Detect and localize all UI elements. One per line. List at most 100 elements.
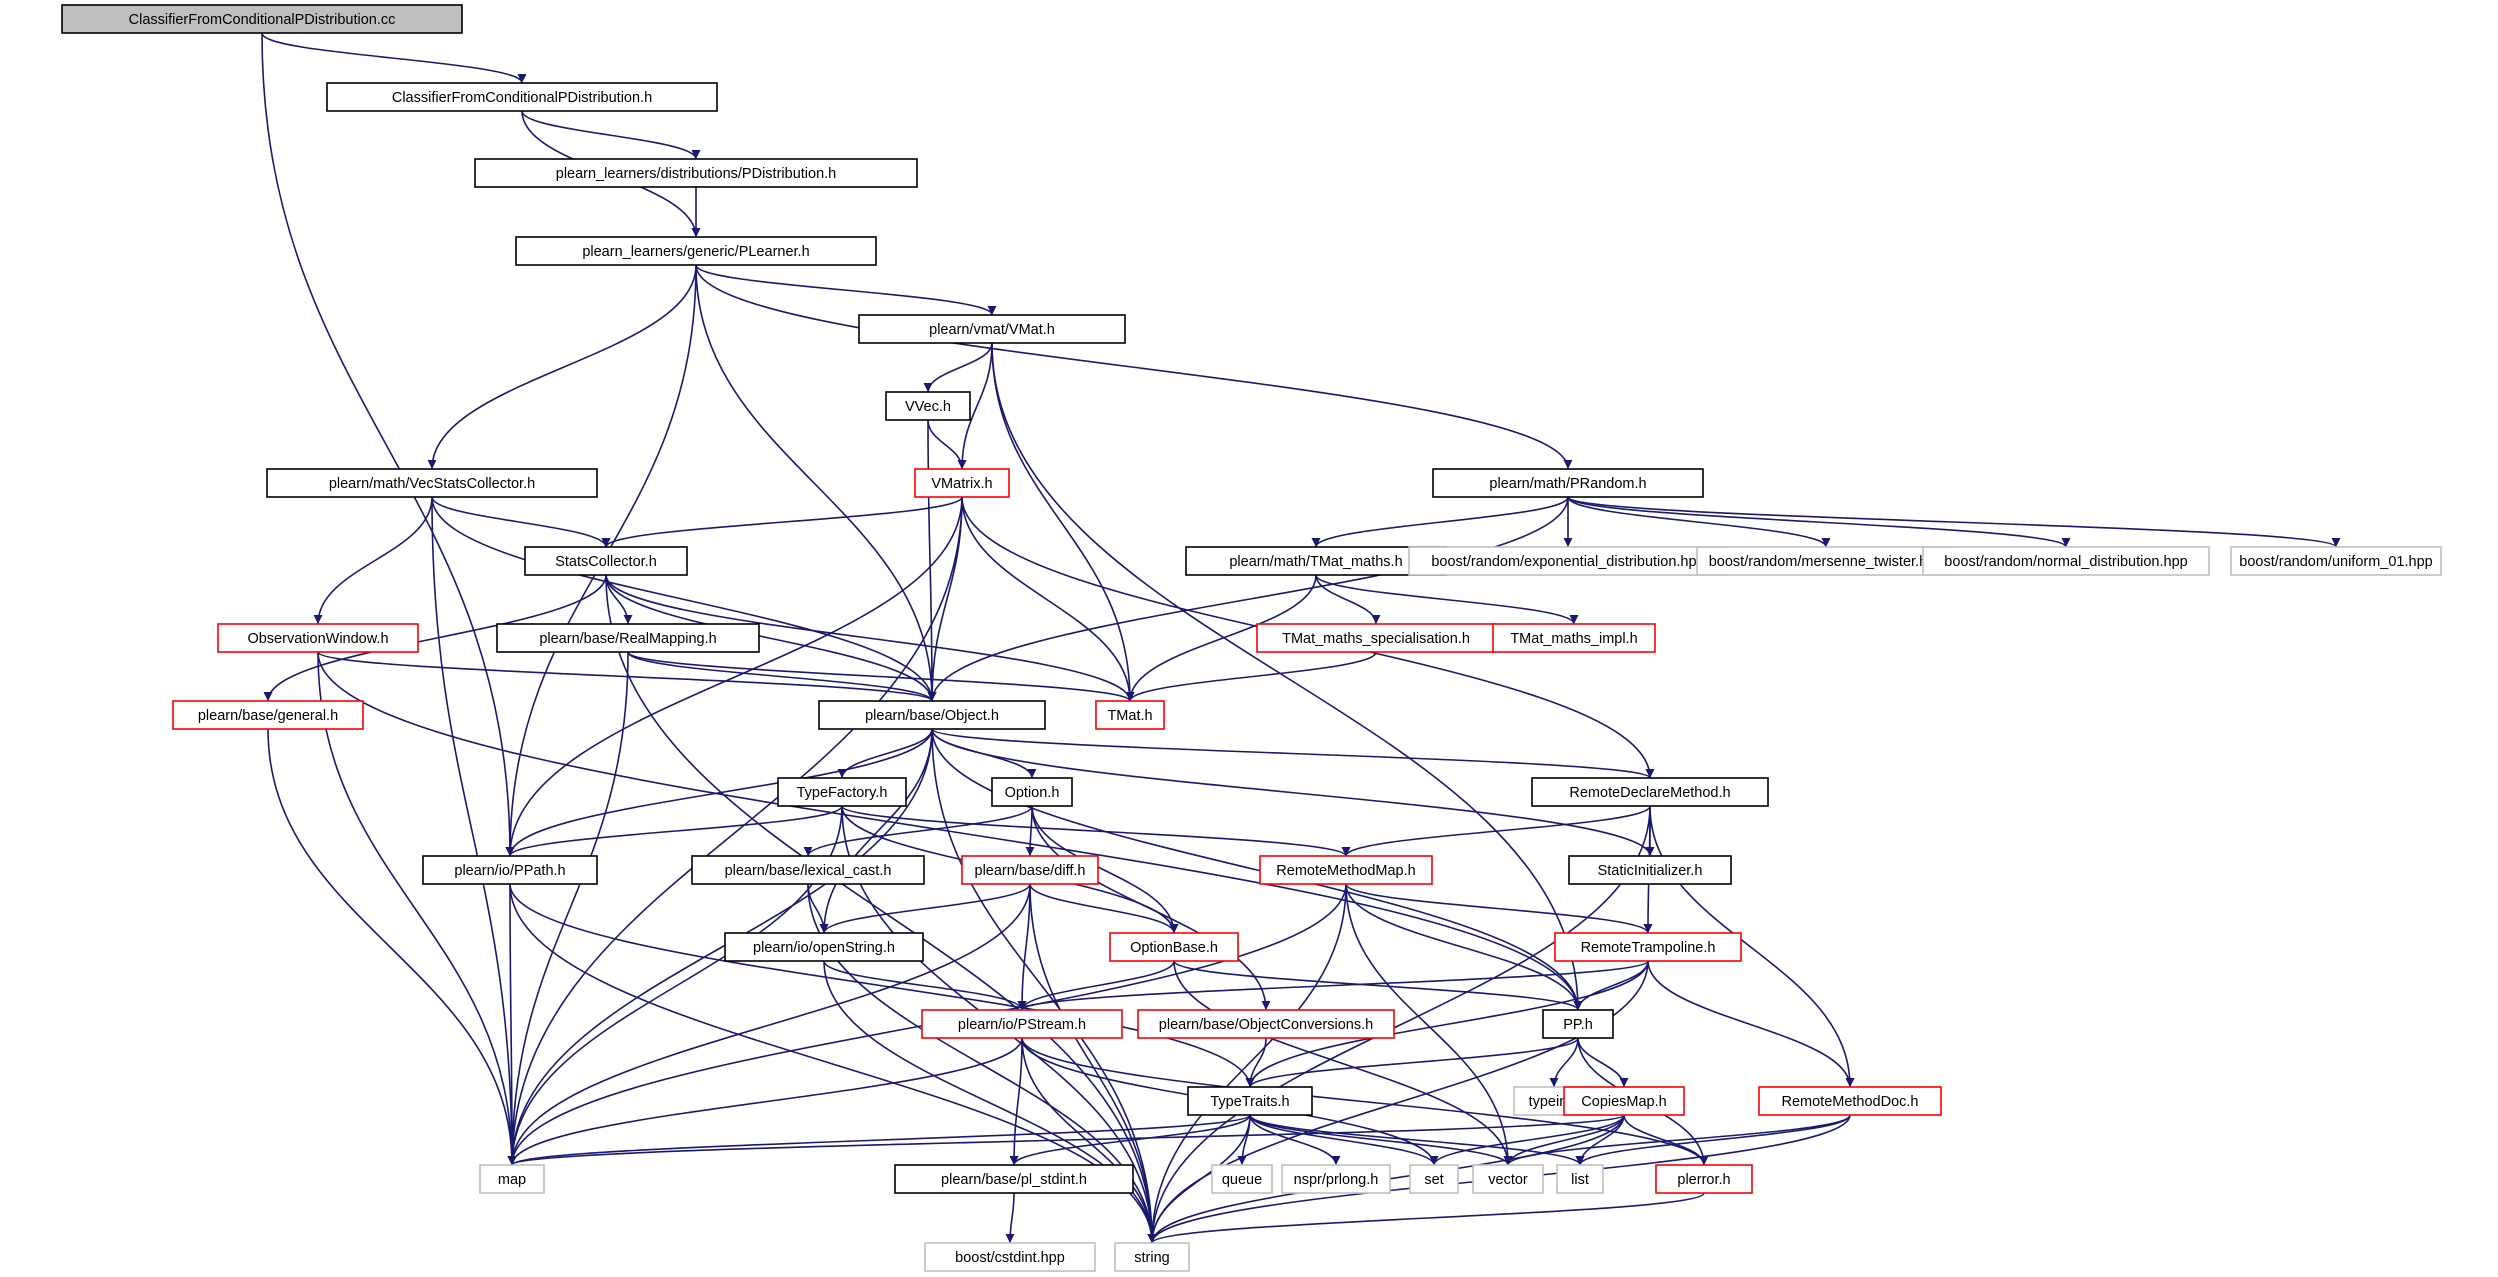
edge-typetraits-to-nsprlong [1249, 1114, 1341, 1166]
node-box-optionbase [1109, 932, 1239, 962]
edge-ppath-to-typetraits [509, 883, 1255, 1088]
edge-typetraits-to-plstdint [1009, 1114, 1251, 1166]
node-pstream[interactable]: plearn/io/PStream.h [921, 1009, 1123, 1039]
node-plerror[interactable]: plerror.h [1655, 1164, 1753, 1194]
node-label-remotemethoddoc: RemoteMethodDoc.h [1781, 1094, 1918, 1110]
node-box-uniform01 [2230, 546, 2442, 576]
node-label-copiesmap: CopiesMap.h [1581, 1094, 1666, 1110]
node-ppath[interactable]: plearn/io/PPath.h [422, 855, 598, 885]
node-label-pp: PP.h [1563, 1017, 1593, 1033]
node-remotetramp[interactable]: RemoteTrampoline.h [1554, 932, 1742, 962]
node-box-map [479, 1164, 545, 1194]
edge-vmat-to-tmat [991, 342, 1135, 702]
node-box-plerror [1655, 1164, 1753, 1194]
node-option[interactable]: Option.h [991, 777, 1073, 807]
node-pdist[interactable]: plearn_learners/distributions/PDistribut… [474, 158, 918, 188]
edge-typefactory-to-ppath [505, 805, 843, 857]
node-label-vmatrix: VMatrix.h [931, 476, 992, 492]
edge-remotemethodmap-to-remotetramp [1345, 883, 1653, 934]
edge-vecstats-to-map [431, 496, 517, 1166]
node-label-diff: plearn/base/diff.h [975, 863, 1086, 879]
edge-pstream-to-string [1021, 1037, 1157, 1244]
edge-tmatmaths-to-tmat [1125, 574, 1317, 702]
node-cfcpd_h[interactable]: ClassifierFromConditionalPDistribution.h [326, 82, 718, 112]
edge-remotedecl-to-remotemethoddoc [1649, 805, 1855, 1088]
node-root[interactable]: ClassifierFromConditionalPDistribution.c… [61, 4, 463, 34]
nodes-layer: ClassifierFromConditionalPDistribution.c… [61, 4, 2442, 1272]
node-copiesmap[interactable]: CopiesMap.h [1563, 1086, 1685, 1116]
node-pp[interactable]: PP.h [1542, 1009, 1614, 1039]
edge-statscoll-to-general [263, 574, 607, 702]
edge-realmap-to-map [507, 651, 629, 1166]
node-box-vmat [858, 314, 1126, 344]
node-prandom[interactable]: plearn/math/PRandom.h [1432, 468, 1704, 498]
node-tmatimpl[interactable]: TMat_maths_impl.h [1492, 623, 1656, 653]
node-tmat[interactable]: TMat.h [1095, 700, 1165, 730]
node-remotemethodmap[interactable]: RemoteMethodMap.h [1259, 855, 1433, 885]
edge-prandom-to-uniform01 [1567, 496, 2341, 548]
node-vmat[interactable]: plearn/vmat/VMat.h [858, 314, 1126, 344]
edge-remotemethoddoc-to-list [1575, 1114, 1851, 1166]
node-optionbase[interactable]: OptionBase.h [1109, 932, 1239, 962]
node-tmatmaths[interactable]: plearn/math/TMat_maths.h [1185, 546, 1447, 576]
node-label-pdist: plearn_learners/distributions/PDistribut… [556, 166, 836, 182]
edge-pstream-to-map [507, 1037, 1023, 1166]
node-tmatspec[interactable]: TMat_maths_specialisation.h [1256, 623, 1496, 653]
node-label-ppath: plearn/io/PPath.h [454, 863, 565, 879]
node-objconv[interactable]: plearn/base/ObjectConversions.h [1137, 1009, 1395, 1039]
node-plstdint[interactable]: plearn/base/pl_stdint.h [894, 1164, 1134, 1194]
node-label-general: plearn/base/general.h [198, 708, 338, 724]
edge-option-to-optionbase [1031, 805, 1179, 934]
node-label-expdist: boost/random/exponential_distribution.hp… [1431, 554, 1704, 570]
node-label-remotemethodmap: RemoteMethodMap.h [1276, 863, 1415, 879]
edge-remotetramp-to-typetraits [1245, 960, 1649, 1088]
node-box-queue [1211, 1164, 1273, 1194]
node-general[interactable]: plearn/base/general.h [172, 700, 364, 730]
edge-vmat-to-vvec [923, 342, 993, 393]
node-diff[interactable]: plearn/base/diff.h [961, 855, 1099, 885]
node-uniform01: boost/random/uniform_01.hpp [2230, 546, 2442, 576]
node-box-tmatimpl [1492, 623, 1656, 653]
node-realmap[interactable]: plearn/base/RealMapping.h [496, 623, 760, 653]
node-remotemethoddoc[interactable]: RemoteMethodDoc.h [1758, 1086, 1942, 1116]
edge-remotetramp-to-remotemethoddoc [1647, 960, 1855, 1088]
node-box-object [818, 700, 1046, 730]
node-box-tmatspec [1256, 623, 1496, 653]
edge-statscoll-to-string [605, 574, 1157, 1244]
edge-vecstats-to-obswin [313, 496, 433, 625]
node-box-tmatmaths [1185, 546, 1447, 576]
node-statscoll[interactable]: StatsCollector.h [524, 546, 688, 576]
edge-remotetramp-to-pp [1573, 960, 1649, 1011]
node-box-expdist [1408, 546, 1728, 576]
node-obswin[interactable]: ObservationWindow.h [217, 623, 419, 653]
node-typefactory[interactable]: TypeFactory.h [777, 777, 907, 807]
node-staticinit[interactable]: StaticInitializer.h [1568, 855, 1732, 885]
node-lexcast[interactable]: plearn/base/lexical_cast.h [691, 855, 925, 885]
node-label-lexcast: plearn/base/lexical_cast.h [725, 863, 892, 879]
node-box-remotemethodmap [1259, 855, 1433, 885]
edge-diff-to-map [507, 883, 1031, 1166]
edge-pp-to-typeinfo [1549, 1037, 1579, 1088]
edge-general-to-map [267, 728, 517, 1166]
node-plearner[interactable]: plearn_learners/generic/PLearner.h [515, 236, 877, 266]
node-box-vvec [885, 391, 971, 421]
edge-openstring-to-pstream [823, 960, 1027, 1011]
node-vvec[interactable]: VVec.h [885, 391, 971, 421]
node-remotedecl[interactable]: RemoteDeclareMethod.h [1531, 777, 1769, 807]
node-box-realmap [496, 623, 760, 653]
node-box-set [1409, 1164, 1459, 1194]
edge-object-to-string [931, 728, 1157, 1244]
node-box-general [172, 700, 364, 730]
node-vmatrix[interactable]: VMatrix.h [914, 468, 1010, 498]
edge-vmatrix-to-map [507, 496, 963, 1166]
edge-plearner-to-prandom [695, 264, 1573, 470]
node-typetraits[interactable]: TypeTraits.h [1187, 1086, 1313, 1116]
node-openstring[interactable]: plearn/io/openString.h [724, 932, 924, 962]
node-object[interactable]: plearn/base/Object.h [818, 700, 1046, 730]
edge-optionbase-to-pstream [1017, 960, 1175, 1011]
node-label-vmat: plearn/vmat/VMat.h [929, 322, 1055, 338]
node-box-vecstats [266, 468, 598, 498]
node-box-remotemethoddoc [1758, 1086, 1942, 1116]
edge-option-to-diff [1025, 805, 1035, 857]
node-vecstats[interactable]: plearn/math/VecStatsCollector.h [266, 468, 598, 498]
